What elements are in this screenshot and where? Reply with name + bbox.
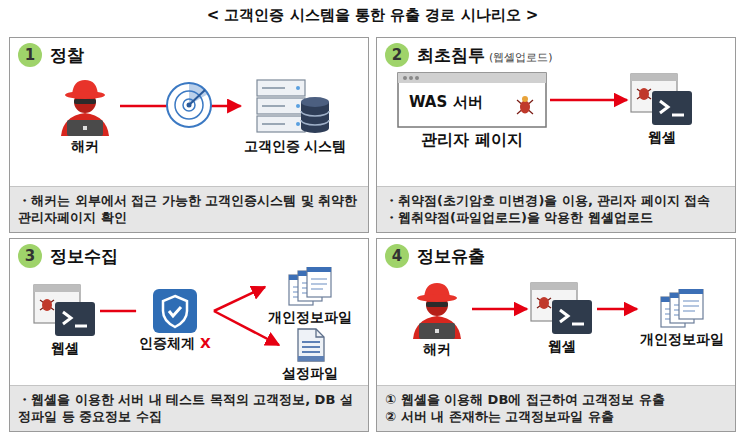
caption-band: ・웹셸을 이용한 서버 내 테스트 목적의 고객정보, DB 설정파일 등 중요… (10, 385, 368, 431)
icon-label: 웹셸 (530, 338, 594, 355)
step-number-circle: 1 (18, 43, 42, 67)
admin-page-node: WAS 서버관리자 페이지 (397, 72, 547, 149)
window-box: WAS 서버 (397, 72, 547, 128)
files-icon (659, 289, 705, 329)
panel-header: 최초침투(웹셸업로드) (417, 43, 553, 70)
icon-label: 해커 (405, 341, 469, 358)
step-subtitle: (웹셸업로드) (489, 46, 553, 70)
step-caption: ② 서버 내 존재하는 고객정보파일 유출 (385, 408, 727, 426)
icon-label: 해커 (53, 138, 117, 155)
server-node: 고객인증 시스템 (244, 76, 347, 155)
step-title: 정보수집 (50, 244, 118, 268)
panel-header: 정보유출 (417, 244, 485, 269)
shield-label-row: 인증체계 X (139, 335, 211, 352)
server-icon (255, 76, 335, 136)
shell-node: 웹셸 (33, 284, 97, 357)
step-number: 2 (392, 46, 402, 64)
step-number-circle: 2 (385, 43, 409, 67)
step-caption: ・취약점(초기암호 미변경)을 이용, 관리자 페이지 접속 (385, 192, 727, 210)
shell-icon (33, 284, 97, 338)
shell-icon (530, 282, 594, 336)
step-number: 1 (25, 46, 35, 64)
files-node: 개인정보파일 (268, 267, 352, 326)
step-number-circle: 3 (18, 244, 42, 268)
shell-icon (630, 73, 694, 127)
step-title: 최초침투 (417, 43, 485, 67)
hacker-icon (405, 279, 469, 339)
icon-label: 고객인증 시스템 (244, 138, 347, 155)
panel-header: 정찰 (50, 43, 84, 68)
hacker-icon (53, 76, 117, 136)
arrow-connector (472, 308, 527, 311)
step-caption: ・웹셸을 이용한 서버 내 테스트 목적의 고객정보, DB 설정파일 등 중요… (18, 391, 360, 426)
arrow-connector (214, 287, 265, 311)
files-node: 개인정보파일 (640, 289, 724, 348)
shell-node: 웹셸 (530, 282, 594, 355)
arrow-connector (100, 310, 136, 313)
step-title: 정찰 (50, 43, 84, 67)
step-caption: ・해커는 외부에서 접근 가능한 고객인증시스템 및 취약한 관리자페이지 확인 (18, 192, 360, 227)
arrow-connector (550, 99, 627, 102)
step-panel: 정보수집 ・웹셸을 이용한 서버 내 테스트 목적의 고객정보, DB 설정파일 … (9, 238, 369, 432)
arrow-connector (597, 308, 637, 311)
icon-label: 개인정보파일 (640, 331, 724, 348)
window-caption: 관리자 페이지 (397, 130, 547, 149)
step-title: 정보유출 (417, 244, 485, 268)
caption-band: ① 웹셸을 이용해 DB에 접근하여 고객정보 유출② 서버 내 존재하는 고객… (377, 385, 735, 431)
caption-band: ・해커는 외부에서 접근 가능한 고객인증시스템 및 취약한 관리자페이지 확인 (10, 186, 368, 232)
panel-header: 정보수집 (50, 244, 118, 269)
step-panel: 최초침투(웹셸업로드) ・취약점(초기암호 미변경)을 이용, 관리자 페이지 접… (376, 37, 736, 233)
doc-node: 설정파일 (282, 327, 338, 382)
radar-icon (167, 83, 211, 127)
shell-node: 웹셸 (630, 73, 694, 146)
shield-label: 인증체계 (139, 335, 195, 352)
caption-band: ・취약점(초기암호 미변경)을 이용, 관리자 페이지 접속・웹취약점(파일업로… (377, 186, 735, 232)
icon-label: 웹셸 (33, 340, 97, 357)
step-number: 4 (392, 247, 402, 265)
step-caption: ① 웹셸을 이용해 DB에 접근하여 고객정보 유출 (385, 391, 727, 409)
icon-label: 설정파일 (282, 365, 338, 382)
doc-icon (292, 327, 328, 363)
step-panel: 정찰 ・해커는 외부에서 접근 가능한 고객인증시스템 및 취약한 관리자페이지 … (9, 37, 369, 233)
window-text: WAS 서버 (409, 92, 483, 112)
diagram-title: < 고객인증 시스템을 통한 유출 경로 시나리오 > (0, 6, 745, 25)
step-panel: 정보유출 ① 웹셸을 이용해 DB에 접근하여 고객정보 유출② 서버 내 존재하… (376, 238, 736, 432)
step-caption: ・웹취약점(파일업로드)을 악용한 웹셸업로드 (385, 209, 727, 227)
hacker-node: 해커 (405, 279, 469, 358)
auth-shield-node: 인증체계 X (139, 289, 211, 352)
icon-label: 개인정보파일 (268, 309, 352, 326)
icon-label: 웹셸 (630, 129, 694, 146)
hacker-node: 해커 (53, 76, 117, 155)
files-icon (287, 267, 333, 307)
step-number-circle: 4 (385, 244, 409, 268)
shield-icon (153, 289, 197, 333)
step-number: 3 (25, 247, 35, 265)
blocked-mark: X (200, 335, 211, 352)
